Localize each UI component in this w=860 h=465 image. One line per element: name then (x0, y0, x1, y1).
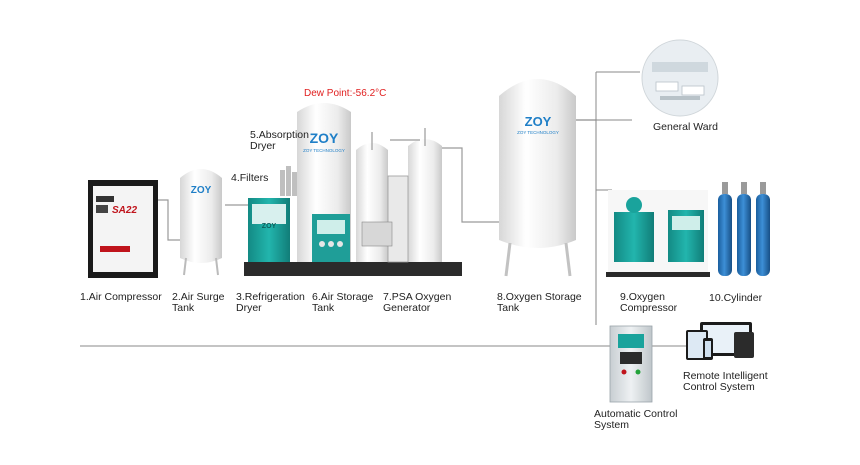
oxygen-storage-tank: ZOY ZOY TECHNOLOGY (499, 79, 576, 277)
cylinder-label: 10.Cylinder (709, 292, 763, 304)
brand-subtitle: ZOY TECHNOLOGY (517, 130, 559, 135)
air-storage-tank (312, 214, 350, 262)
refrigeration-dryer-label: 3.Refrigeration Dryer (236, 291, 305, 314)
brand-subtitle: ZOY TECHNOLOGY (303, 148, 345, 153)
brand-logo: ZOY (525, 114, 552, 129)
oxygen-cylinders (718, 182, 770, 276)
oxygen-compressor (606, 190, 710, 277)
air-storage-tank-label: 6.Air Storage Tank (312, 291, 374, 314)
automatic-control-cabinet (609, 325, 653, 403)
psa-generator-label: 7.PSA Oxygen Generator (383, 291, 452, 314)
brand-logo: ZOY (191, 185, 212, 196)
general-ward-image (641, 39, 719, 117)
air-surge-tank: ZOY (180, 169, 222, 276)
air-compressor-label: 1.Air Compressor (80, 291, 162, 303)
auto-control-label: Automatic Control System (594, 408, 678, 431)
filters-label: 4.Filters (231, 172, 269, 184)
brand-logo: ZOY (262, 223, 277, 230)
dew-point-label: Dew Point:-56.2°C (304, 88, 387, 99)
compressor-badge: SA22 (112, 205, 137, 216)
filters (280, 166, 297, 196)
remote-control-label: Remote Intelligent Control System (683, 370, 768, 393)
absorption-dryer-label: 5.Absorption Dryer (250, 129, 309, 152)
remote-control-devices (686, 322, 754, 360)
connection-lines (80, 71, 690, 347)
brand-logo: ZOY (310, 130, 339, 146)
air-compressor: SA22 (88, 180, 158, 278)
refrigeration-dryer: ZOY (248, 198, 290, 262)
oxygen-storage-tank-label: 8.Oxygen Storage Tank (497, 291, 582, 314)
air-surge-tank-label: 2.Air Surge Tank (172, 291, 225, 314)
psa-oxygen-generator (356, 128, 442, 263)
general-ward-label: General Ward (653, 121, 718, 133)
skid-base (244, 262, 462, 276)
oxygen-compressor-label: 9.Oxygen Compressor (620, 291, 678, 314)
